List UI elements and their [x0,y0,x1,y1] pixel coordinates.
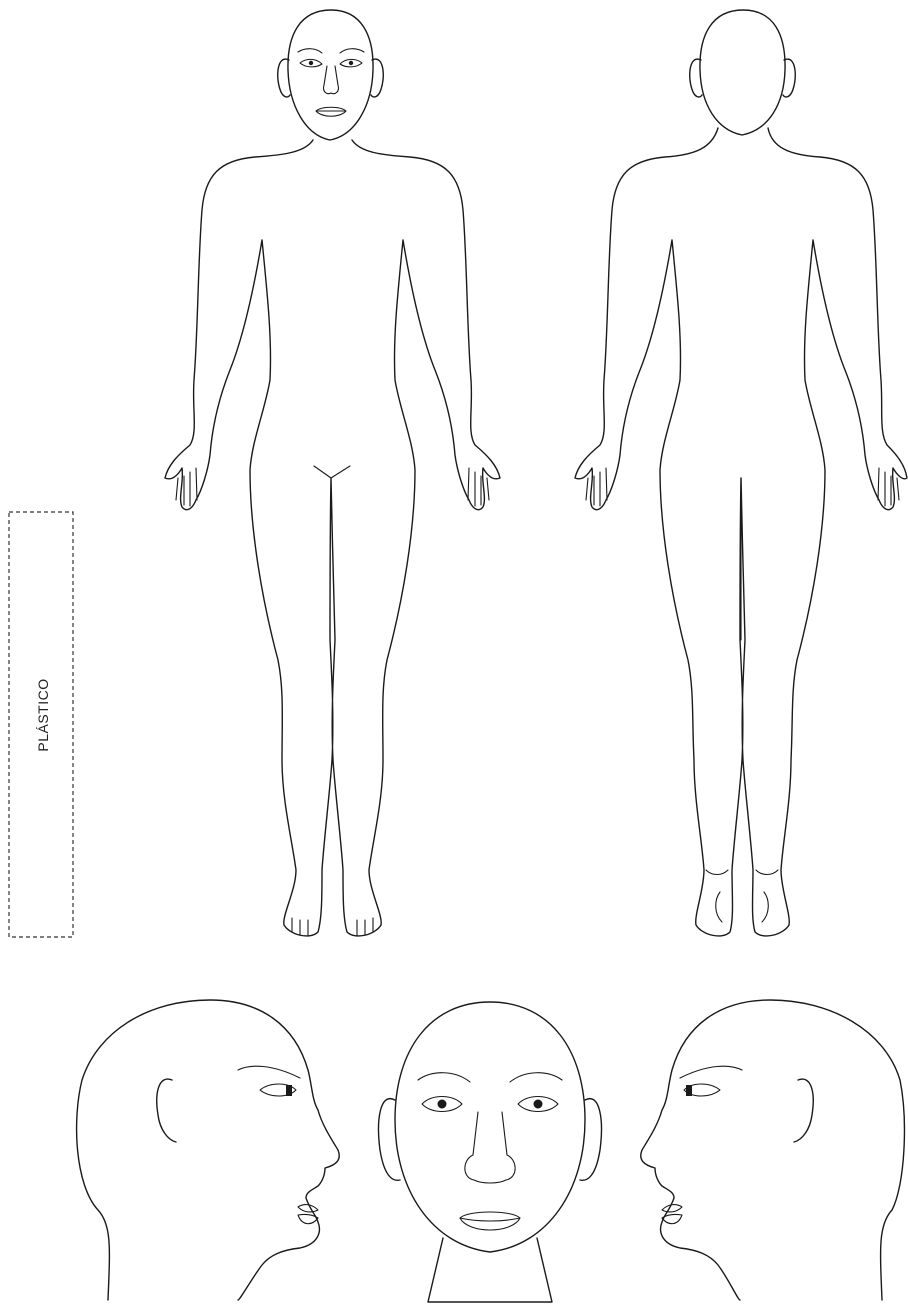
body-front-head [288,10,373,140]
head-left-profile-outline [77,1000,340,1300]
head-right-profile [641,1000,905,1300]
head-front-outline [395,1002,585,1252]
head-front-neck [428,1238,552,1302]
body-back-figure [575,10,907,936]
body-front-face [298,49,364,117]
body-front-figure [165,10,500,936]
head-left-profile [77,1000,340,1300]
head-front [379,1002,602,1302]
body-front-crotch [314,466,350,478]
body-back-head [700,10,785,135]
plastic-label: PLÁSTICO [35,678,51,751]
body-front-outline [165,140,500,936]
head-right-profile-outline [641,1000,905,1300]
